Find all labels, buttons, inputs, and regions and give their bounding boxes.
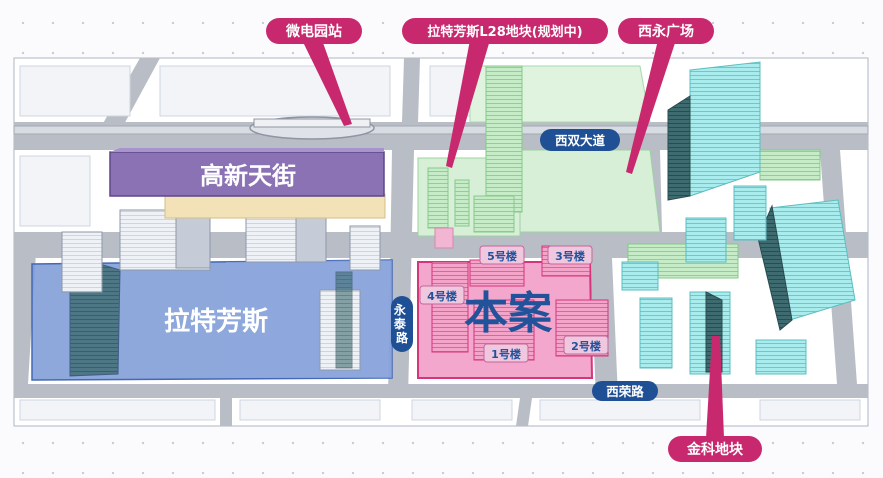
region-project-label: 本案 — [464, 288, 553, 339]
callout-metro-station: 微电园站 — [266, 18, 362, 44]
building-1-label: 1号楼 — [491, 347, 521, 361]
building-2-label: 2号楼 — [571, 339, 601, 353]
road-yongtai-label: 永 泰 路 — [393, 302, 410, 345]
road-badge-xishuang: 西双大道 — [540, 129, 620, 151]
callout-l28-plot: 拉特芳斯L28地块(规划中) — [402, 18, 608, 44]
callout-jinke-plot: 金科地块 — [668, 436, 762, 462]
road-xirong-label: 西荣路 — [606, 384, 644, 399]
building-5-label: 5号楼 — [487, 249, 517, 263]
road-badge-xirong: 西荣路 — [592, 381, 658, 401]
callout-l28-plot-label: 拉特芳斯L28地块(规划中) — [427, 24, 582, 40]
l28-tower — [485, 65, 523, 213]
callout-xiyong-plaza: 西永广场 — [618, 18, 714, 44]
callout-leaders — [302, 40, 724, 438]
building-4-label: 4号楼 — [427, 289, 457, 303]
callout-jinke-plot-label: 金科地块 — [686, 441, 744, 458]
region-latefangsi-label: 拉特芳斯 — [164, 306, 268, 337]
latefangsi-district — [31, 259, 393, 381]
building-tags: 5号楼 3号楼 4号楼 2号楼 1号楼 — [419, 245, 609, 363]
callout-xiyong-plaza-label: 西永广场 — [638, 23, 694, 40]
road-badge-yongtai: 永 泰 路 — [391, 296, 413, 352]
gaoxin-district — [61, 148, 386, 293]
callout-metro-station-label: 微电园站 — [285, 23, 342, 40]
region-gaoxin-label: 高新天街 — [200, 162, 296, 190]
green-plots — [417, 65, 821, 279]
building-3-label: 3号楼 — [555, 249, 585, 263]
right-towers — [621, 61, 856, 375]
background-blocks — [19, 65, 861, 421]
road-xishuang-label: 西双大道 — [555, 133, 606, 148]
